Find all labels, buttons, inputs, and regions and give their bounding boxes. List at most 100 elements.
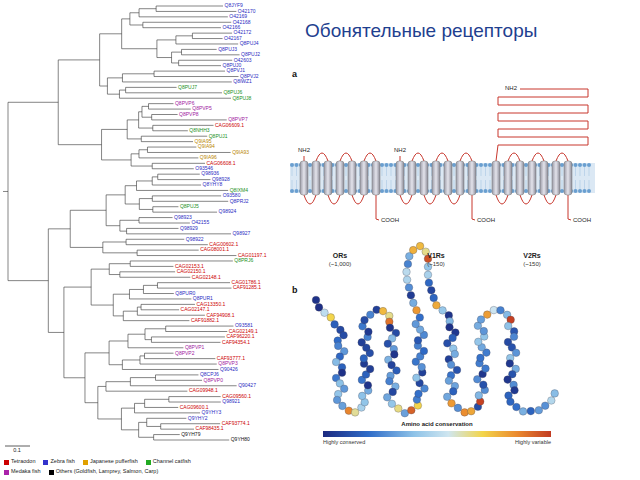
residue	[439, 307, 447, 315]
receptor	[492, 89, 588, 220]
residue	[393, 367, 401, 375]
tree-branch	[154, 434, 180, 435]
tree-branch	[176, 35, 193, 36]
leaf-label: Q9YH80	[231, 437, 250, 442]
transmembrane-helix	[456, 161, 464, 195]
tree-branch	[109, 274, 120, 275]
lipid-head	[308, 189, 312, 193]
lipid-head	[583, 189, 587, 193]
tree-branch	[156, 380, 203, 381]
transmembrane-helix	[468, 161, 476, 195]
residue	[527, 407, 535, 415]
residue	[312, 296, 320, 304]
transmembrane-helix	[396, 161, 404, 195]
transmembrane-helix	[372, 161, 380, 195]
tree-branch	[176, 43, 238, 44]
tree-branch	[100, 33, 122, 34]
tree-branch	[135, 412, 201, 413]
leaf-label: CAG02147.1	[181, 307, 210, 312]
terminus-label: NH2	[298, 147, 310, 153]
transmembrane-helix	[312, 161, 320, 195]
residue	[428, 287, 436, 295]
terminus-label: NH2	[394, 147, 406, 153]
intracellular-loop	[544, 195, 556, 204]
lipid-head	[385, 189, 389, 193]
intracellular-loop	[328, 195, 340, 204]
tree-branch	[152, 195, 221, 196]
tree-branch	[131, 166, 152, 167]
residue	[416, 314, 424, 322]
residue	[433, 302, 441, 310]
tree-branch	[126, 87, 177, 88]
tree-branch	[130, 266, 173, 267]
tree-branch	[156, 374, 199, 375]
residue	[332, 358, 340, 366]
lipid-tail	[296, 180, 297, 189]
residue	[410, 299, 418, 307]
tree-branch	[127, 138, 141, 139]
leaf-label: Q90427	[238, 383, 256, 388]
residue	[408, 406, 416, 414]
intracellular-loop	[424, 195, 436, 204]
tree-branch	[139, 422, 147, 423]
tree-branch	[129, 298, 191, 299]
residue	[351, 409, 359, 417]
tree-branch	[179, 65, 221, 66]
extracellular-loop	[340, 153, 352, 161]
residue	[366, 365, 374, 373]
residue	[477, 316, 485, 324]
residue	[386, 324, 394, 332]
lipid-tail	[292, 180, 293, 189]
lipid-head	[574, 189, 578, 193]
lipid-tail	[454, 167, 455, 176]
residue	[420, 347, 428, 355]
tree-branch	[139, 128, 153, 129]
receptor-loops	[496, 89, 588, 220]
tree-branch	[145, 358, 216, 359]
tree-branch	[139, 198, 152, 199]
tree-branch	[122, 359, 140, 360]
tree-branch	[58, 59, 99, 60]
lipid-head	[290, 163, 294, 167]
tree-branch	[145, 407, 179, 408]
lipid-head	[380, 163, 384, 167]
tree-branch	[152, 119, 227, 120]
tree-branch	[152, 168, 194, 169]
lipid-tail	[382, 167, 383, 176]
residue	[512, 349, 520, 357]
residue	[404, 260, 412, 268]
legend-swatch	[4, 460, 9, 465]
panel-letter: b	[292, 286, 298, 295]
residue	[358, 339, 366, 347]
terminus-label: NH2	[505, 85, 517, 91]
lipid-head	[308, 163, 312, 167]
leaf-label: Q8PRJ2	[230, 199, 249, 204]
tree-branch	[120, 231, 127, 232]
residue	[444, 340, 452, 348]
legend-swatch	[146, 460, 151, 465]
extracellular-loop	[436, 153, 448, 161]
residue	[447, 361, 455, 369]
tree-branch	[98, 386, 106, 387]
extracellular-loop	[364, 153, 376, 161]
lipid-tail	[346, 167, 347, 176]
receptor-loops	[400, 153, 475, 220]
residue	[454, 404, 462, 412]
leaf-label: Q8IWZ1	[233, 79, 252, 84]
residue	[507, 398, 515, 406]
residue	[483, 311, 491, 319]
lipid-head	[524, 163, 528, 167]
residue	[551, 390, 559, 398]
tree-branch	[91, 269, 109, 270]
tree-branch	[151, 336, 225, 337]
tree-branch	[102, 159, 132, 160]
tree-branch	[139, 437, 154, 438]
tree-branch	[98, 418, 122, 419]
tree-branch	[103, 252, 137, 253]
leaf-label: CAG09948.1	[189, 388, 218, 393]
residue	[413, 306, 421, 314]
lipid-head	[574, 163, 578, 167]
tree-branch	[122, 81, 231, 82]
tree-branch	[129, 289, 143, 290]
